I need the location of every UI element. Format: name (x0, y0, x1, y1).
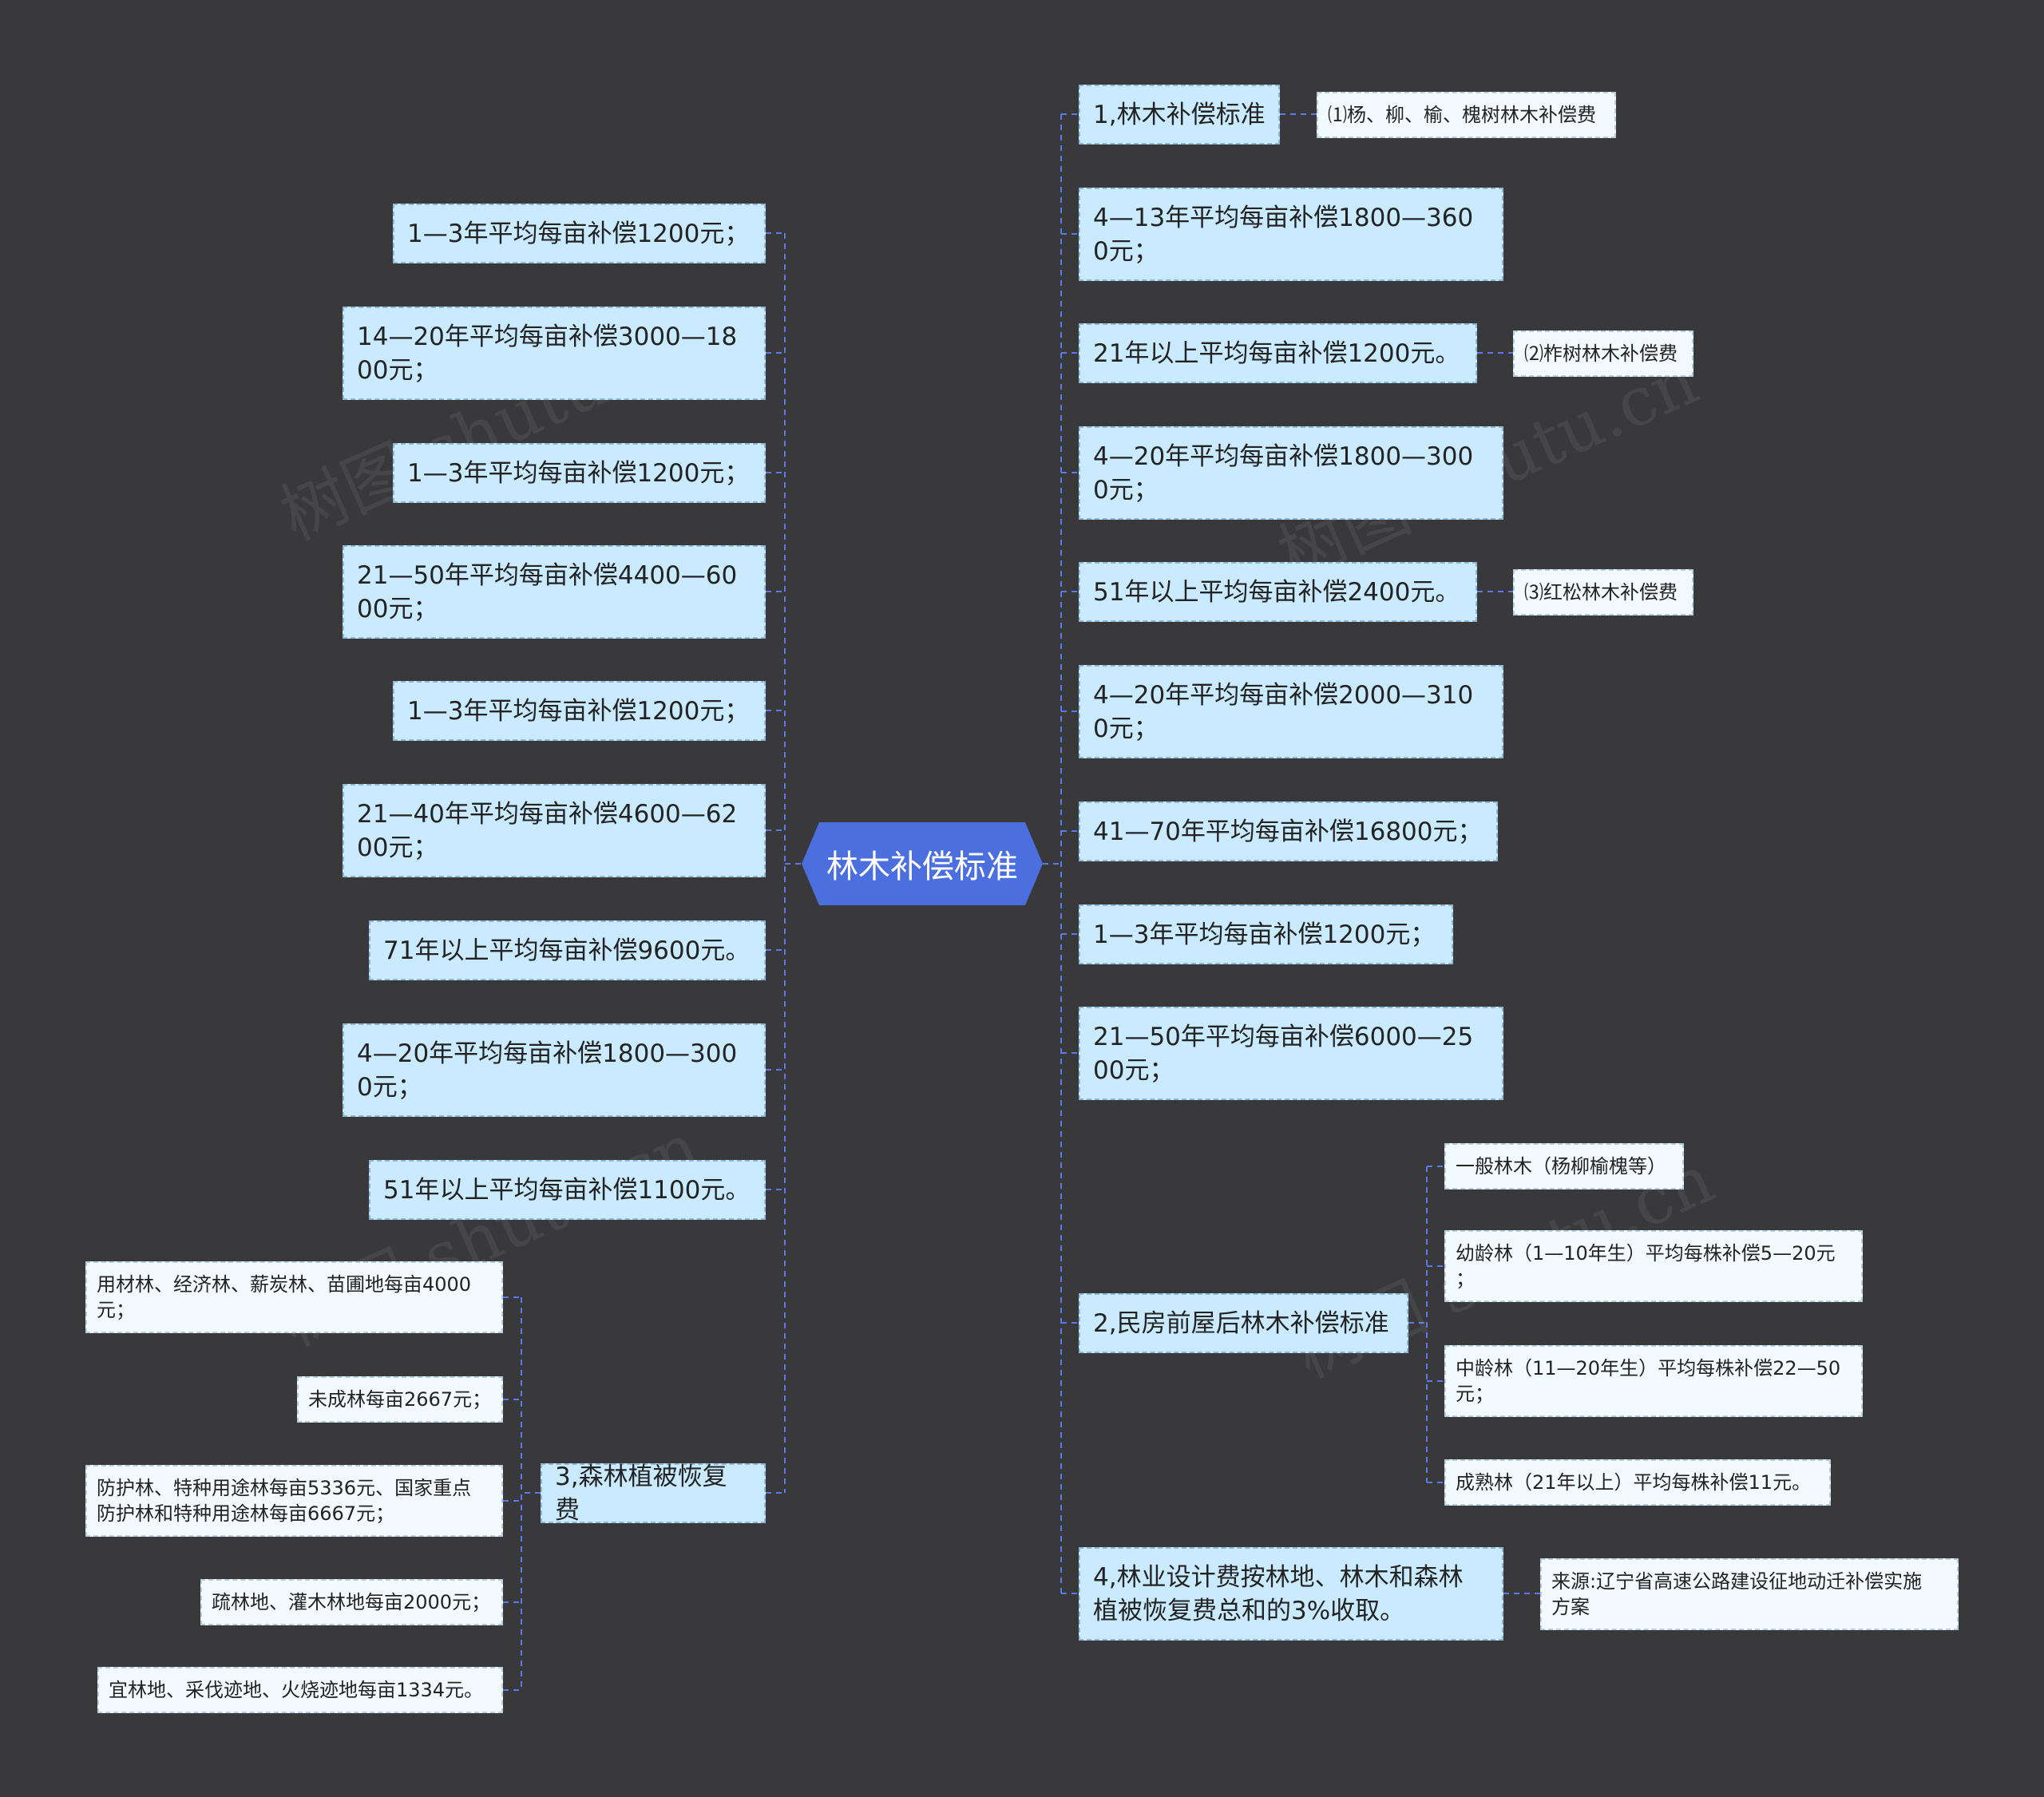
left-node[interactable]: 14—20年平均每亩补偿3000—18 00元； (343, 307, 766, 400)
right-node[interactable]: 21—50年平均每亩补偿6000—25 00元； (1079, 1007, 1503, 1100)
right-node[interactable]: 1—3年平均每亩补偿1200元； (1079, 904, 1453, 964)
left-node[interactable]: 21—40年平均每亩补偿4600—62 00元； (343, 784, 766, 877)
right-last-note[interactable]: 来源:辽宁省高速公路建设征地动迁补偿实施 方案 (1540, 1558, 1959, 1630)
root-node[interactable]: 林木补偿标准 (802, 822, 1043, 905)
right-note[interactable]: ⑵柞树林木补偿费 (1513, 331, 1693, 377)
left-node[interactable]: 51年以上平均每亩补偿1100元。 (369, 1160, 766, 1220)
right-node[interactable]: 4—13年平均每亩补偿1800—360 0元； (1079, 188, 1503, 281)
right-last-node[interactable]: 4,林业设计费按林地、林木和森林 植被恢复费总和的3%收取。 (1079, 1547, 1503, 1641)
left-group-child[interactable]: 防护林、特种用途林每亩5336元、国家重点 防护林和特种用途林每亩6667元； (85, 1465, 503, 1537)
right-node[interactable]: 21年以上平均每亩补偿1200元。 (1079, 323, 1477, 383)
left-group-child[interactable]: 用材林、经济林、薪炭林、苗圃地每亩4000 元； (85, 1261, 503, 1333)
right-node[interactable]: 4—20年平均每亩补偿1800—300 0元； (1079, 426, 1503, 520)
left-group-child[interactable]: 未成林每亩2667元； (297, 1376, 503, 1423)
left-group-child[interactable]: 宜林地、采伐迹地、火烧迹地每亩1334元。 (97, 1667, 503, 1713)
right-group-child[interactable]: 中龄林（11—20年生）平均每株补偿22—50 元； (1444, 1345, 1863, 1417)
left-node[interactable]: 1—3年平均每亩补偿1200元； (393, 681, 766, 741)
right-note[interactable]: ⑶红松林木补偿费 (1513, 569, 1693, 615)
right-node[interactable]: 41—70年平均每亩补偿16800元； (1079, 802, 1498, 861)
right-group-node[interactable]: 2,民房前屋后林木补偿标准 (1079, 1293, 1408, 1353)
right-node[interactable]: 1,林木补偿标准 (1079, 85, 1280, 144)
left-node[interactable]: 71年以上平均每亩补偿9600元。 (369, 920, 766, 980)
left-node[interactable]: 1—3年平均每亩补偿1200元； (393, 204, 766, 263)
right-group-child[interactable]: 幼龄林（1—10年生）平均每株补偿5—20元 ； (1444, 1230, 1863, 1302)
left-node[interactable]: 21—50年平均每亩补偿4400—60 00元； (343, 545, 766, 639)
right-note[interactable]: ⑴杨、柳、榆、槐树林木补偿费 (1317, 92, 1616, 138)
left-node[interactable]: 1—3年平均每亩补偿1200元； (393, 443, 766, 503)
left-group-child[interactable]: 疏林地、灌木林地每亩2000元； (200, 1579, 503, 1625)
right-node[interactable]: 4—20年平均每亩补偿2000—310 0元； (1079, 665, 1503, 758)
left-group-node[interactable]: 3,森林植被恢复费 (541, 1463, 766, 1525)
right-group-child[interactable]: 一般林木（杨柳榆槐等） (1444, 1143, 1684, 1189)
right-group-child[interactable]: 成熟林（21年以上）平均每株补偿11元。 (1444, 1459, 1831, 1506)
left-node[interactable]: 4—20年平均每亩补偿1800—300 0元； (343, 1023, 766, 1117)
right-node[interactable]: 51年以上平均每亩补偿2400元。 (1079, 562, 1477, 622)
